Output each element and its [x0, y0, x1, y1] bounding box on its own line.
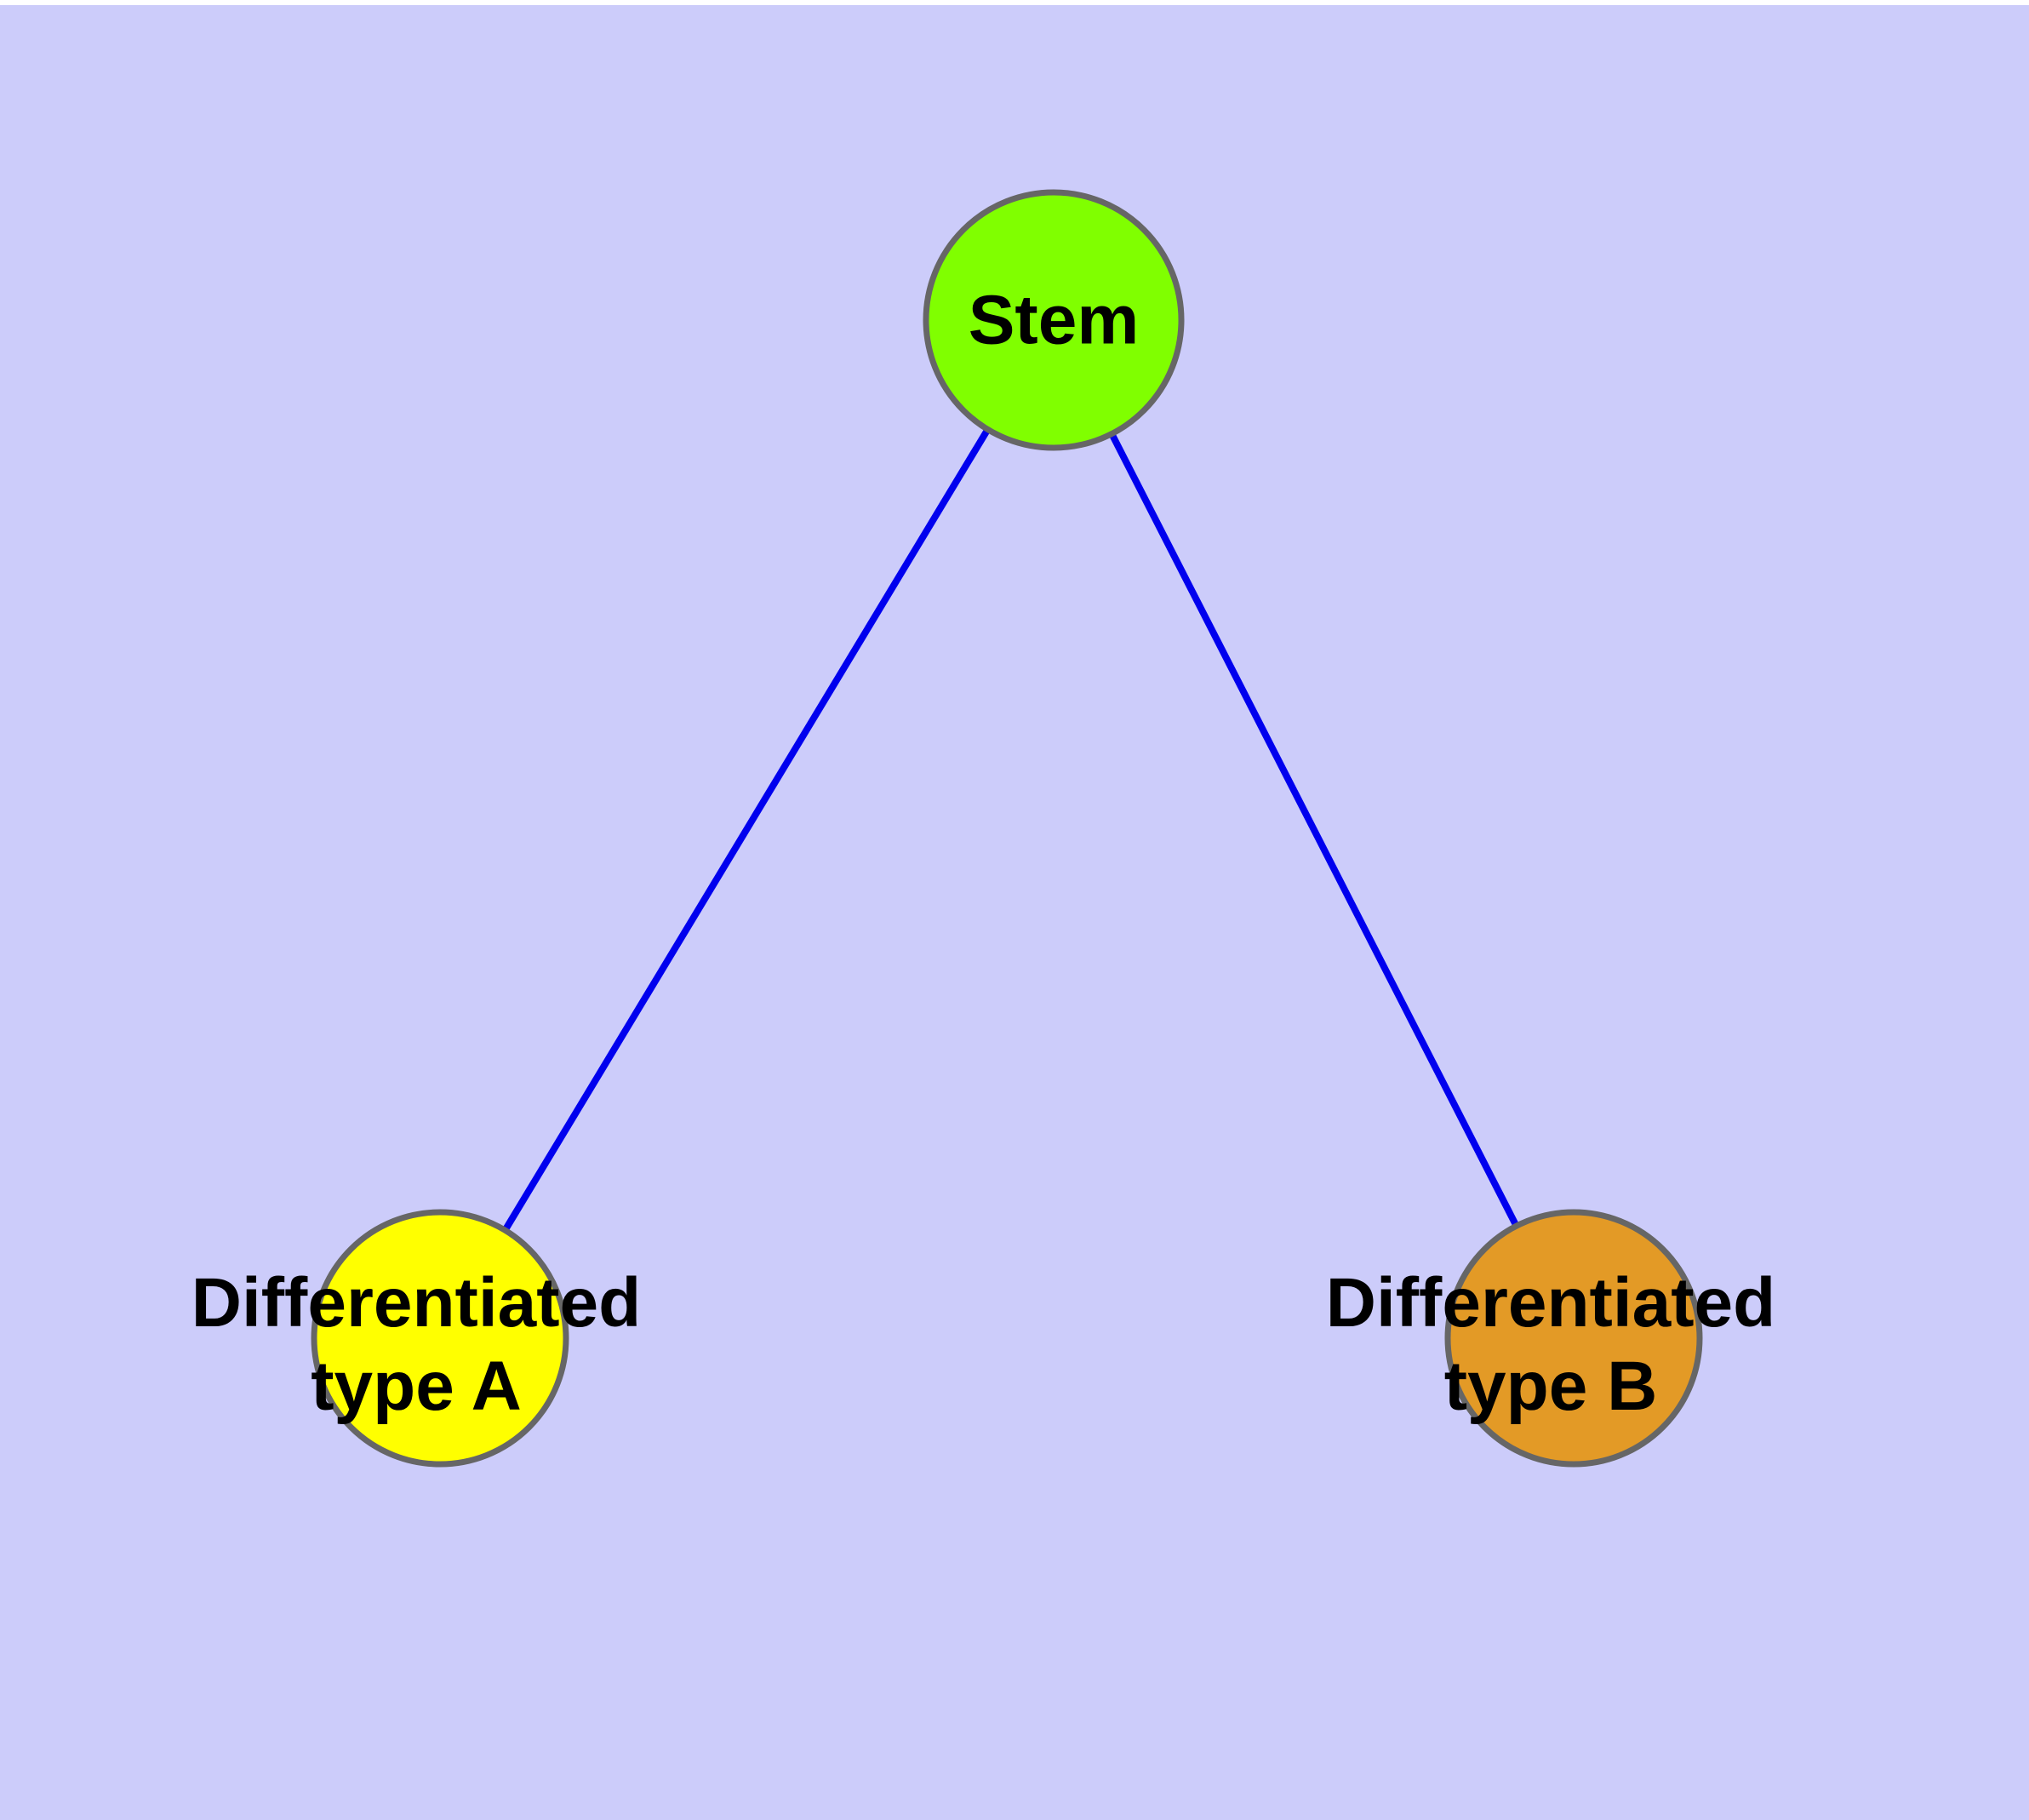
- node-circle-diff-b[interactable]: [1444, 1209, 1703, 1468]
- edge-stem-to-diff-b[interactable]: [1108, 432, 1520, 1228]
- node-label-diff-b-line1: Differentiated: [1326, 1264, 1776, 1342]
- node-label-diff-a: Differentiated type A: [191, 1264, 642, 1425]
- node-circle-stem[interactable]: [923, 189, 1185, 451]
- node-label-diff-a-line1: Differentiated: [191, 1264, 642, 1342]
- label-layer: Stem Differentiated type A Differentiate…: [191, 282, 1776, 1425]
- node-label-stem: Stem: [969, 282, 1140, 359]
- node-link-graph: Stem Differentiated type A Differentiate…: [191, 189, 1776, 1468]
- edge-stem-to-diff-a[interactable]: [501, 427, 991, 1233]
- node-label-diff-b: Differentiated type B: [1326, 1264, 1776, 1425]
- edge-layer: [501, 427, 1520, 1233]
- node-label-diff-a-line2: type A: [311, 1348, 522, 1425]
- node-diff-b[interactable]: [1444, 1209, 1703, 1468]
- node-label-diff-b-line2: type B: [1444, 1348, 1658, 1425]
- diagram-plot-area: Stem Differentiated type A Differentiate…: [0, 5, 2029, 1820]
- node-layer: [311, 189, 1703, 1468]
- node-circle-diff-a[interactable]: [311, 1209, 569, 1468]
- node-diff-a[interactable]: [311, 1209, 569, 1468]
- node-stem[interactable]: [923, 189, 1185, 451]
